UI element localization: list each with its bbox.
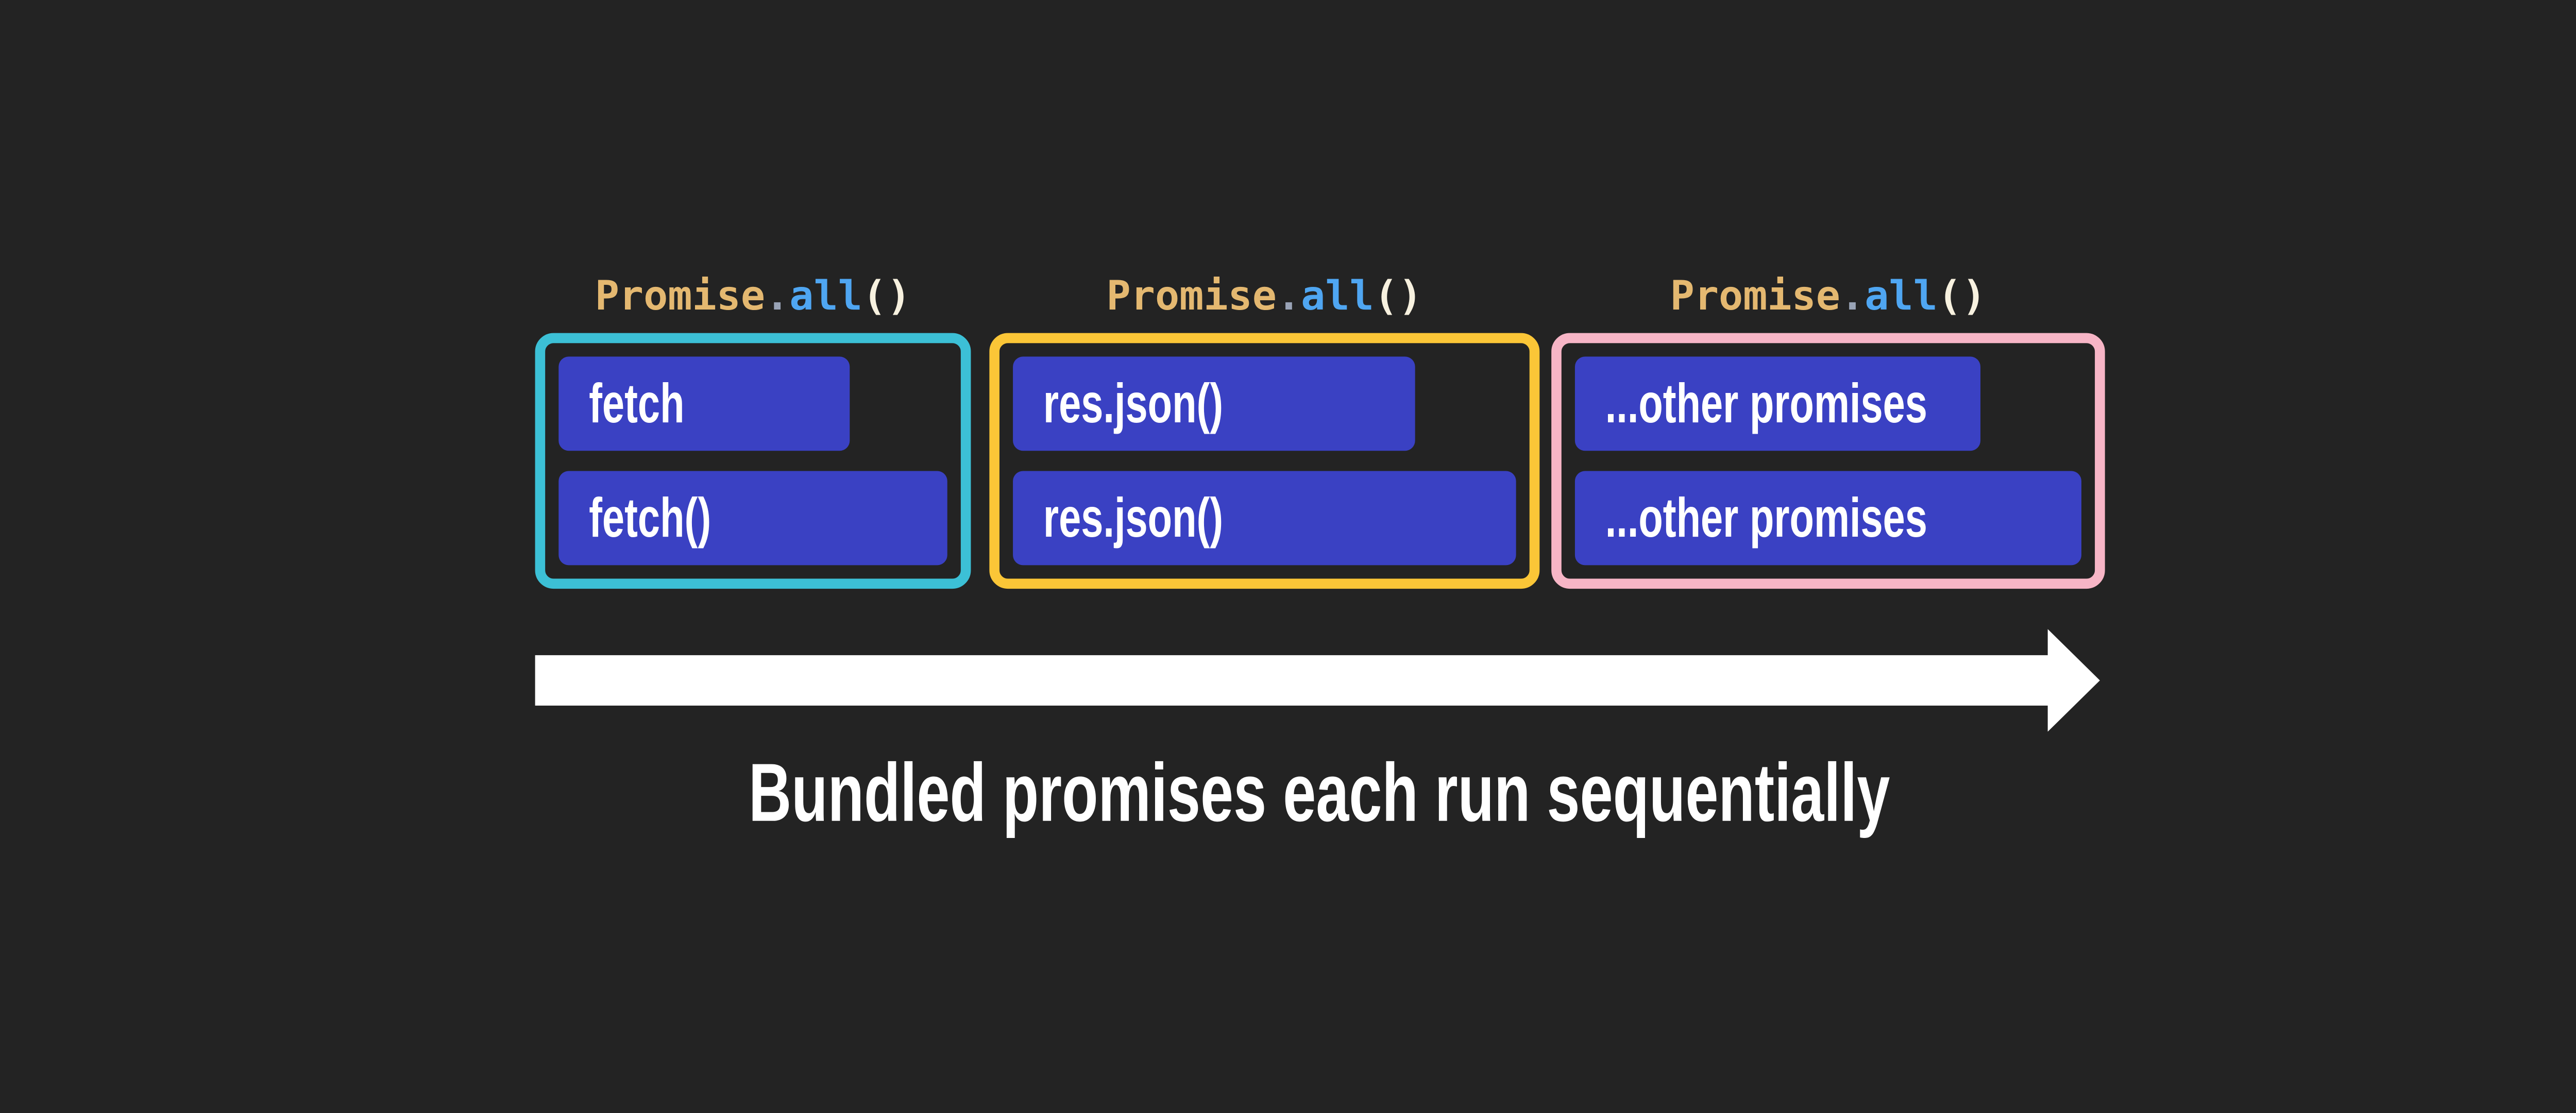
promise-bar: fetch()	[558, 471, 947, 566]
promise-bar-label: fetch	[589, 371, 685, 434]
promise-bar: ...other promises	[1574, 356, 1980, 451]
code-token-parens: ()	[1937, 272, 1987, 320]
code-token-dot: .	[1840, 272, 1865, 320]
code-token-parens: ()	[862, 272, 911, 320]
code-token-parens: ()	[1374, 272, 1423, 320]
promise-group-res-json: Promise.all() res.json() res.json()	[989, 269, 1540, 589]
code-token-object: Promise	[1670, 272, 1841, 320]
promise-bar: fetch	[558, 356, 851, 451]
promise-bar-label: res.json()	[1043, 371, 1224, 434]
promise-group-other: Promise.all() ...other promises ...other…	[1551, 269, 2105, 589]
code-token-object: Promise	[595, 272, 766, 320]
code-token-dot: .	[765, 272, 790, 320]
promise-bar-label: ...other promises	[1605, 371, 1927, 434]
promise-bar: ...other promises	[1574, 471, 2081, 566]
promise-all-label: Promise.all()	[1551, 269, 2105, 323]
promise-all-box-cyan: fetch fetch()	[535, 333, 971, 589]
caption: Bundled promises each run sequentially	[0, 747, 2576, 841]
promise-bar-label: fetch()	[589, 486, 711, 549]
promise-bar-label: res.json()	[1043, 486, 1224, 549]
promise-group-fetch: Promise.all() fetch fetch()	[535, 269, 971, 589]
code-token-object: Promise	[1106, 272, 1277, 320]
promise-all-box-yellow: res.json() res.json()	[989, 333, 1540, 589]
timeline-arrow-icon	[535, 629, 2100, 732]
promise-bar: res.json()	[1013, 471, 1516, 566]
promise-bar: res.json()	[1013, 356, 1416, 451]
code-token-method: all	[789, 272, 862, 320]
promise-all-box-pink: ...other promises ...other promises	[1551, 333, 2105, 589]
code-token-method: all	[1301, 272, 1374, 320]
promise-all-label: Promise.all()	[535, 269, 971, 323]
promise-bar-label: ...other promises	[1605, 486, 1927, 549]
code-token-method: all	[1865, 272, 1938, 320]
caption-text: Bundled promises each run sequentially	[748, 748, 1890, 840]
code-token-dot: .	[1276, 272, 1301, 320]
promise-all-label: Promise.all()	[989, 269, 1539, 323]
